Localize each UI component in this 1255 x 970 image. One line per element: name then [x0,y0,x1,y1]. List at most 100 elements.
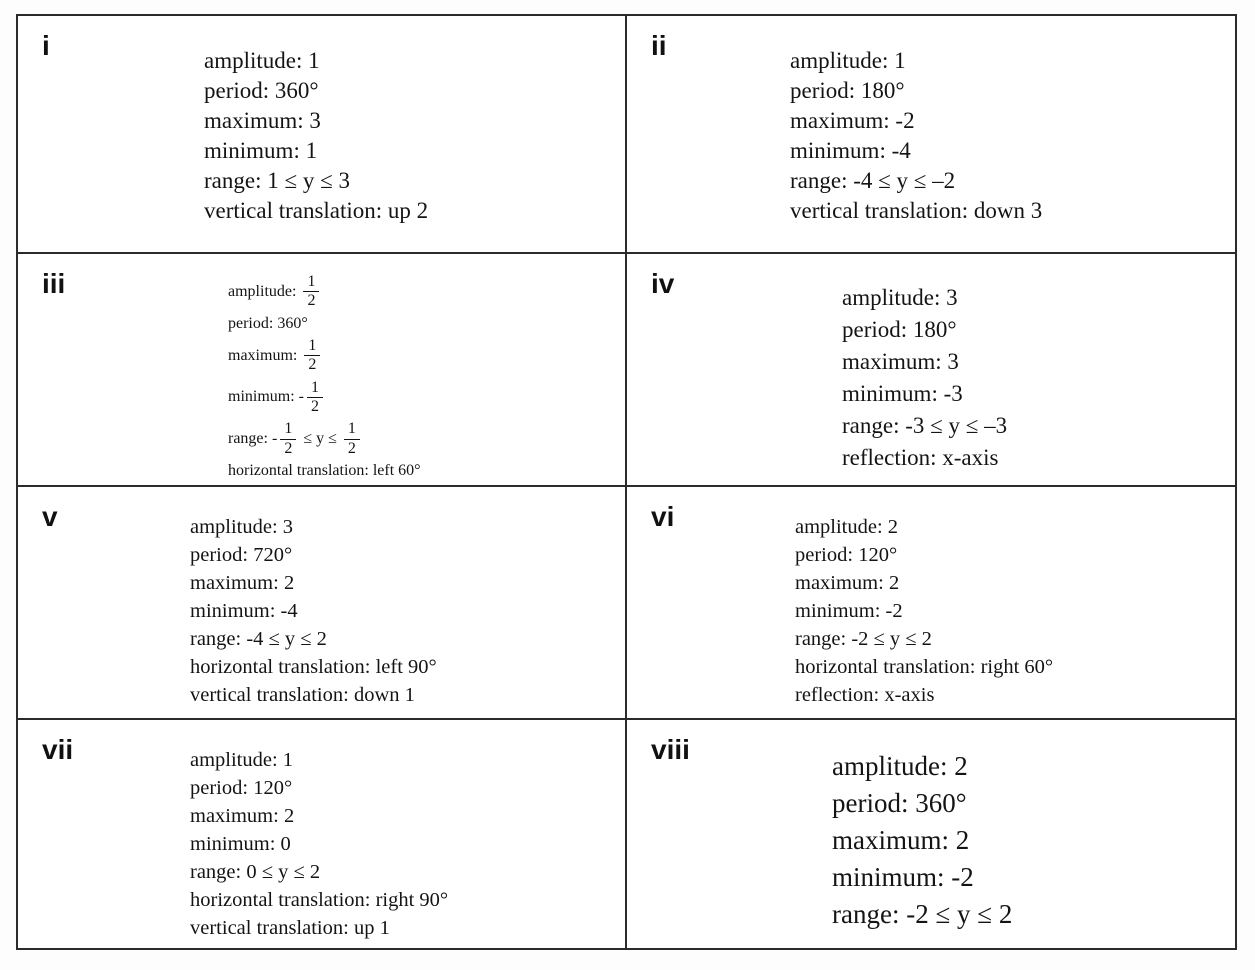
property-line: maximum: 2 [190,802,625,830]
property-text: minimum: -4 [790,138,911,163]
property-text: vertical translation: up 1 [190,917,390,939]
property-text: range: -2 ≤ y ≤ 2 [832,899,1013,929]
property-line: maximum: 2 [832,822,1235,859]
property-line: amplitude: 3 [190,513,625,541]
property-text: minimum: -4 [190,600,298,622]
property-text: horizontal translation: right 60° [795,656,1054,678]
property-text: range: - [228,430,278,448]
property-line: horizontal translation: left 60° [228,461,625,481]
property-line: amplitude: 1 [790,46,1235,76]
answer-cell-ii: ii amplitude: 1 period: 180° maximum: -2 mi… [627,16,1235,254]
property-text: maximum: 2 [190,572,295,594]
properties-list: amplitude: 2 period: 120° maximum: 2 minimu… [795,513,1235,709]
cell-label: ii [651,30,667,61]
cell-label: viii [651,734,690,765]
property-text: range: -4 ≤ y ≤ 2 [190,628,327,650]
property-text: minimum: -2 [795,600,903,622]
property-line: amplitude: 2 [832,748,1235,785]
property-line: period: 120° [795,541,1235,569]
property-text: period: 360° [832,788,967,818]
property-line: range: -2 ≤ y ≤ 2 [795,625,1235,653]
cell-label: i [42,30,50,61]
property-text: reflection: x-axis [795,684,935,706]
property-line: amplitude: 1 [190,746,625,774]
property-text: period: 120° [190,777,293,799]
property-line: period: 360° [832,785,1235,822]
property-text: range: -4 ≤ y ≤ –2 [790,168,956,193]
trig-properties-table: i amplitude: 1 period: 360° maximum: 3 mini… [16,14,1237,950]
property-line: vertical translation: down 3 [790,196,1235,226]
cell-label: vi [651,501,675,532]
property-line: maximum: 2 [795,569,1235,597]
property-line: period: 720° [190,541,625,569]
property-text: amplitude: 1 [190,749,294,771]
property-line: horizontal translation: right 90° [190,886,625,914]
property-text: minimum: 1 [204,138,318,163]
property-text: amplitude: 3 [190,516,294,538]
property-text: maximum: 3 [204,108,321,133]
property-text: vertical translation: up 2 [204,198,429,223]
fraction-denominator: 2 [280,438,297,458]
property-line: reflection: x-axis [795,681,1235,709]
property-text: amplitude: 1 [204,48,320,73]
property-text: period: 360° [228,314,308,332]
property-text: vertical translation: down 1 [190,684,415,706]
property-text: minimum: -3 [842,381,963,406]
property-text: amplitude: [228,282,301,300]
answer-cell-vi: vi amplitude: 2 period: 120° maximum: 2 min… [627,487,1235,720]
property-line: period: 180° [790,76,1235,106]
property-line: minimum: -4 [790,136,1235,166]
property-text: vertical translation: down 3 [790,198,1043,223]
property-text: period: 180° [790,78,905,103]
fraction-denominator: 2 [303,291,320,310]
property-line: amplitude: 1 [204,46,625,76]
property-line: minimum: 1 [204,136,625,166]
property-line: maximum: 3 [842,346,1235,378]
property-text: reflection: x-axis [842,445,999,470]
property-text: maximum: -2 [790,108,915,133]
property-text: maximum: 2 [190,805,295,827]
property-text: period: 360° [204,78,319,103]
property-line: vertical translation: up 1 [190,914,625,942]
property-text: range: -2 ≤ y ≤ 2 [795,628,932,650]
property-text: range: -3 ≤ y ≤ –3 [842,413,1008,438]
cell-label: iii [42,268,66,299]
property-line: horizontal translation: right 60° [795,653,1235,681]
cell-label: iv [651,268,675,299]
fraction-numerator: 1 [284,420,293,438]
property-text: maximum: 2 [795,572,900,594]
property-text: period: 120° [795,544,898,566]
property-text: amplitude: 2 [832,751,968,781]
property-line: minimum: -4 [190,597,625,625]
property-text: amplitude: 2 [795,516,899,538]
answer-cell-viii: viii amplitude: 2 period: 360° maximum: 2 m… [627,720,1235,948]
property-line: minimum: -2 [832,859,1235,896]
property-text: period: 180° [842,317,957,342]
answer-cell-i: i amplitude: 1 period: 360° maximum: 3 mini… [18,16,627,254]
property-line: maximum: -2 [790,106,1235,136]
property-line: range: -3 ≤ y ≤ –3 [842,410,1235,442]
property-text: amplitude: 1 [790,48,906,73]
property-text: maximum: 3 [842,349,959,374]
property-text: maximum: 2 [832,825,970,855]
property-line: range: 1 ≤ y ≤ 3 [204,166,625,196]
property-line: period: 120° [190,774,625,802]
properties-list: amplitude: 3 period: 720° maximum: 2 minimu… [190,513,625,709]
property-line: period: 180° [842,314,1235,346]
fraction-denominator: 2 [343,438,360,458]
fraction-numerator: 1 [307,273,316,290]
property-text: period: 720° [190,544,293,566]
property-line: range: 0 ≤ y ≤ 2 [190,858,625,886]
property-text: maximum: [228,346,302,364]
